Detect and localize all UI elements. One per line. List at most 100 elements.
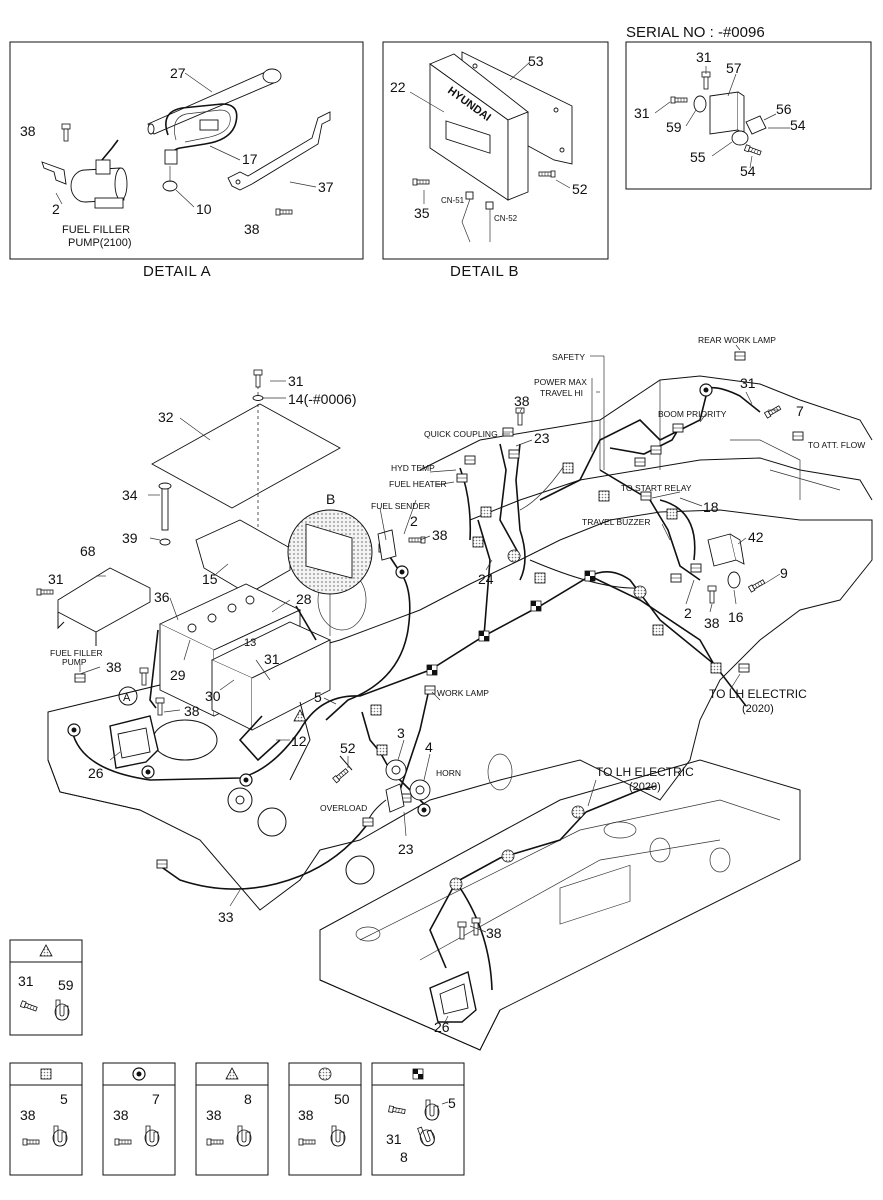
callout-31c: 31	[264, 651, 280, 667]
callout-30: 30	[205, 688, 221, 704]
callout-34: 34	[122, 487, 138, 503]
callout-18: 18	[703, 499, 719, 515]
pump-label-sub: PUMP(2100)	[68, 237, 132, 249]
detail-b-callout-35: 35	[414, 205, 430, 221]
main-assembly: 13 A B	[36, 335, 873, 1051]
label-overload: OVERLOAD	[320, 803, 367, 813]
detail-serial-callout-31a: 31	[696, 49, 712, 65]
label-work-lamp: WORK LAMP	[437, 688, 489, 698]
callout-23a: 23	[398, 841, 414, 857]
label-fuel-sender: FUEL SENDER	[371, 501, 430, 511]
callout-26b: 26	[434, 1019, 450, 1035]
callout-15: 15	[202, 571, 218, 587]
legend-sq-callout-5: 5	[60, 1091, 68, 1107]
label-travel-hi: TRAVEL HI	[540, 388, 583, 398]
detail-serial-callout-54a: 54	[790, 117, 806, 133]
callout-26a: 26	[88, 765, 104, 781]
detail-b-callout-52: 52	[572, 181, 588, 197]
detail-serial: SERIAL NO : -#0096 31 57 31 59 56 54 55 …	[625, 24, 872, 190]
label-safety: SAFETY	[552, 352, 585, 362]
serial-number: SERIAL NO : -#0096	[626, 24, 765, 41]
callout-33: 33	[218, 909, 234, 925]
detail-b-marker: B	[326, 491, 335, 507]
callout-12: 12	[291, 733, 307, 749]
callout-38f: 38	[486, 925, 502, 941]
battery-relay-box	[109, 715, 159, 769]
legend-dotc-callout-38: 38	[298, 1107, 314, 1123]
detail-serial-callout-55: 55	[690, 149, 706, 165]
label-to-lh-electric-2: TO LH ELECTRIC	[596, 765, 694, 779]
callout-23b: 23	[534, 430, 550, 446]
detail-a-callout-38: 38	[20, 123, 36, 139]
label-travel-buzzer: TRAVEL BUZZER	[582, 517, 650, 527]
legend-box-checker: 5 31 8	[371, 1062, 465, 1176]
detail-serial-callout-56: 56	[776, 101, 792, 117]
fuel-filler-pump	[70, 139, 128, 209]
callout-38e: 38	[704, 615, 720, 631]
detail-b-callout-22: 22	[390, 79, 406, 95]
callout-31d: 31	[740, 375, 756, 391]
detail-b: HYUNDAI CN-51 CN-52 53 22 35 52 DETAIL B	[382, 41, 609, 280]
legend-bull-callout-38: 38	[113, 1107, 129, 1123]
battery-right: 13	[210, 621, 332, 731]
label-fuel-heater: FUEL HEATER	[389, 479, 447, 489]
callout-31a: 31	[288, 373, 304, 389]
label-to-start-relay: TO START RELAY	[621, 483, 692, 493]
callout-39: 39	[122, 530, 138, 546]
callout-42: 42	[748, 529, 764, 545]
detail-a-callout-17: 17	[242, 151, 258, 167]
callout-32: 32	[158, 409, 174, 425]
callout-16: 16	[728, 609, 744, 625]
label-rear-work-lamp: REAR WORK LAMP	[698, 335, 776, 345]
label-horn: HORN	[436, 768, 461, 778]
callout-7: 7	[796, 403, 804, 419]
label-fuel-filler-pump: FUEL FILLER	[50, 648, 103, 658]
upper-frame	[47, 509, 873, 911]
connector-cn51: CN-51	[441, 196, 465, 205]
label-fuel-filler-pump-sub: PUMP	[62, 657, 87, 667]
detail-b-callout-53: 53	[528, 53, 544, 69]
legend-chk-callout-31: 31	[386, 1131, 402, 1147]
detail-a-marker: A	[123, 692, 131, 704]
detail-b-caption: DETAIL B	[450, 263, 519, 280]
legend-box-dotted-circle: 38 50	[288, 1062, 362, 1176]
callout-38b: 38	[184, 703, 200, 719]
detail-serial-callout-59: 59	[666, 119, 682, 135]
label-quick-coupling: QUICK COUPLING	[424, 429, 498, 439]
battery-cover	[151, 403, 341, 509]
legend-triangle-callout-59: 59	[58, 977, 74, 993]
legend-tri-callout-38: 38	[206, 1107, 222, 1123]
callout-38a: 38	[106, 659, 122, 675]
legend-box-dotted-square: 38 5	[9, 1062, 83, 1176]
rear-relay-box	[429, 971, 477, 1023]
callout-24: 24	[478, 571, 494, 587]
detail-a-callout-2: 2	[52, 201, 60, 217]
legend-tri-callout-8: 8	[244, 1091, 252, 1107]
callout-68: 68	[80, 543, 96, 559]
label-hyd-temp: HYD TEMP	[391, 463, 435, 473]
callout-3: 3	[397, 725, 405, 741]
callout-31b: 31	[48, 571, 64, 587]
detail-serial-callout-54b: 54	[740, 163, 756, 179]
legend-chk-callout-8: 8	[400, 1149, 408, 1165]
detail-a-callout-37: 37	[318, 179, 334, 195]
callout-2b: 2	[684, 605, 692, 621]
battery-side-cover	[57, 567, 151, 633]
pump-label: FUEL FILLER	[62, 224, 130, 236]
legend-box-triangle: 38 8	[195, 1062, 269, 1176]
callout-2a: 2	[410, 513, 418, 529]
label-to-lh-electric-1-sub: (2020)	[742, 703, 774, 715]
label-to-att-flow: TO ATT. FLOW	[808, 440, 865, 450]
connector-cn52: CN-52	[494, 214, 518, 223]
callout-5: 5	[314, 689, 322, 705]
callout-28: 28	[296, 591, 312, 607]
label-to-lh-electric-2-sub: (2020)	[629, 781, 661, 793]
detail-a: 27 38 17 2 10 37 38 FUEL FILLER PUMP(210…	[9, 41, 364, 280]
label-boom-priority: BOOM PRIORITY	[658, 409, 727, 419]
callout-29: 29	[170, 667, 186, 683]
legend-bull-callout-7: 7	[152, 1091, 160, 1107]
legend-dotc-callout-50: 50	[334, 1091, 350, 1107]
detail-serial-callout-57: 57	[726, 60, 742, 76]
detail-a-callout-38b: 38	[244, 221, 260, 237]
